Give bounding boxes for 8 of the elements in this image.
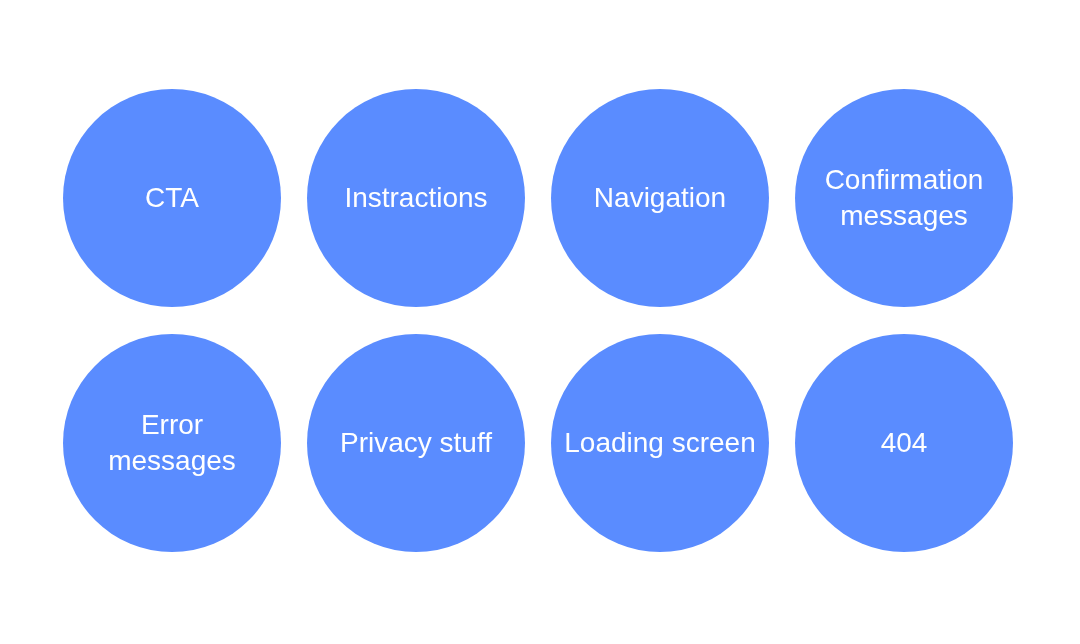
topic-label: Confirmation messages xyxy=(823,163,985,233)
topic-label: CTA xyxy=(145,181,199,215)
topic-label: Error messages xyxy=(107,408,237,478)
topic-label: Loading screen xyxy=(564,426,756,460)
topic-label: Instractions xyxy=(344,181,488,215)
topic-label: Privacy stuff xyxy=(340,426,492,460)
topic-label: 404 xyxy=(880,426,928,460)
topic-label: Navigation xyxy=(593,181,727,215)
